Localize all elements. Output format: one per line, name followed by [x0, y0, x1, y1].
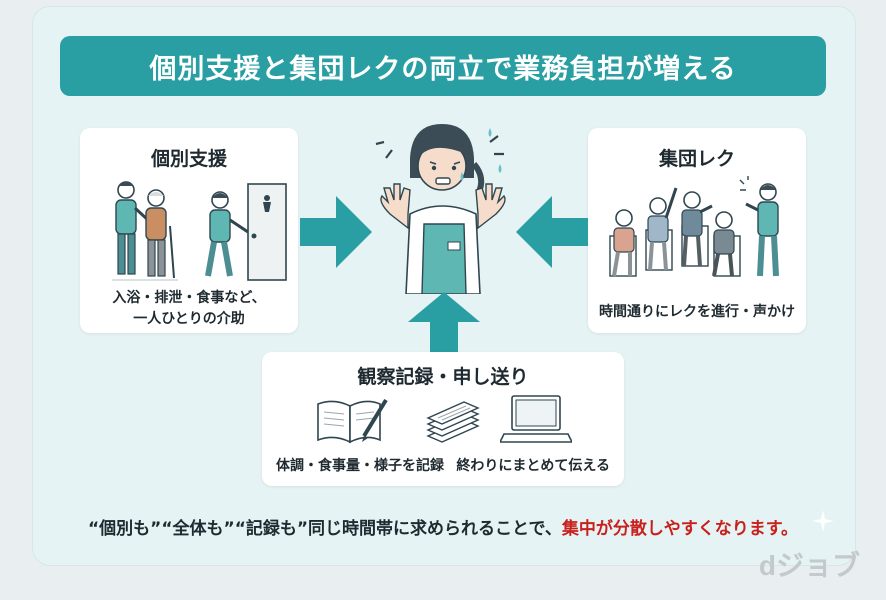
group-recreation-caption: 時間通りにレクを進行・声かけ	[599, 304, 795, 320]
individual-support-title: 個別支援	[150, 148, 227, 170]
arrow-right-icon	[300, 196, 372, 268]
sparkle-icon	[812, 510, 834, 532]
brand-logo: dジョブ	[758, 550, 860, 581]
observation-caption-left: 体調・食事量・様子を記録	[276, 458, 444, 474]
footer-highlight: 集中が分散しやすくなります。	[561, 519, 798, 539]
group-exercise-icon	[609, 176, 779, 277]
toilet-door-icon	[205, 183, 287, 281]
observation-record-title: 観察記録・申し送り	[357, 366, 529, 388]
group-recreation-title: 集団レク	[658, 148, 735, 170]
footer-message: “個別も”“全体も”“記録も”同じ時間帯に求められることで、集中が分散しやすくな…	[0, 514, 886, 539]
individual-support-card: 個別支援 入浴・排泄・食事など、 一人ひとりの介助	[80, 128, 298, 333]
individual-support-caption-line1: 入浴・排泄・食事など、	[112, 290, 266, 306]
stressed-caregiver-icon	[375, 124, 506, 294]
notebook-pen-icon	[317, 398, 388, 444]
group-recreation-card: 集団レク	[588, 128, 806, 333]
page-title: 個別支援と集団レクの両立で業務負担が増える	[60, 36, 826, 96]
paper-stack-icon	[426, 401, 480, 443]
individual-support-caption-line2: 一人ひとりの介助	[133, 311, 245, 327]
arrow-left-icon	[516, 196, 588, 268]
observation-caption-right: 終わりにまとめて伝える	[456, 458, 610, 474]
caregiver-with-elder-icon	[112, 181, 178, 281]
laptop-icon	[500, 395, 572, 443]
arrow-up-icon	[408, 292, 480, 354]
observation-record-card: 観察記録・申し送り 体調・食事量・様子を記録 終わりにまとめて伝える	[262, 352, 624, 486]
footer-text: “個別も”“全体も”“記録も”同じ時間帯に求められることで、	[88, 519, 562, 539]
